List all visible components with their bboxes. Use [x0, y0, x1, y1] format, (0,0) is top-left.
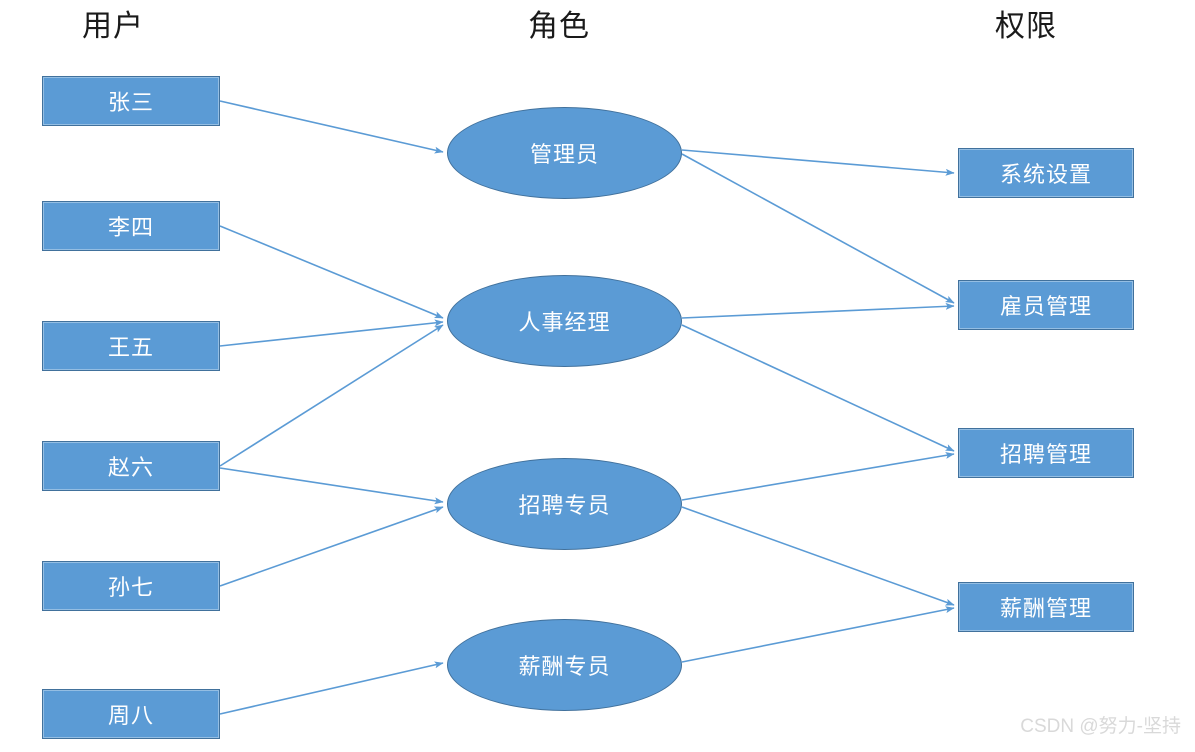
edge-人事经理-to-雇员管理	[681, 302, 955, 319]
edge-李四-to-人事经理	[219, 225, 444, 319]
column-heading-permissions: 权限	[995, 10, 1057, 43]
role-node-r1[interactable]: 管理员	[447, 107, 682, 199]
permission-node-p1[interactable]: 系统设置	[958, 148, 1134, 198]
user-node-u3[interactable]: 王五	[42, 321, 220, 371]
user-node-u6[interactable]: 周八	[42, 689, 220, 739]
edge-薪酬专员-to-薪酬管理	[681, 606, 955, 663]
edge-王五-to-人事经理	[219, 319, 444, 347]
user-node-u1[interactable]: 张三	[42, 76, 220, 126]
edge-管理员-to-系统设置	[681, 149, 955, 176]
role-node-r2[interactable]: 人事经理	[447, 275, 682, 367]
permission-node-p4[interactable]: 薪酬管理	[958, 582, 1134, 632]
edge-孙七-to-招聘专员	[219, 506, 444, 587]
permission-node-p2[interactable]: 雇员管理	[958, 280, 1134, 330]
edge-赵六-to-人事经理	[219, 324, 444, 467]
csdn-watermark: CSDN @努力-坚持	[1020, 716, 1181, 737]
edge-周八-to-薪酬专员	[219, 661, 444, 715]
permission-node-p3[interactable]: 招聘管理	[958, 428, 1134, 478]
role-node-r4[interactable]: 薪酬专员	[447, 619, 682, 711]
user-node-u5[interactable]: 孙七	[42, 561, 220, 611]
user-node-u4[interactable]: 赵六	[42, 441, 220, 491]
role-node-r3[interactable]: 招聘专员	[447, 458, 682, 550]
edge-招聘专员-to-招聘管理	[681, 451, 955, 501]
edge-张三-to-管理员	[219, 100, 444, 154]
column-heading-roles: 角色	[528, 10, 590, 43]
edge-赵六-to-招聘专员	[219, 467, 444, 505]
edge-管理员-to-雇员管理	[681, 153, 955, 304]
user-node-u2[interactable]: 李四	[42, 201, 220, 251]
column-heading-users: 用户	[82, 10, 144, 43]
edge-人事经理-to-招聘管理	[681, 324, 955, 452]
edge-招聘专员-to-薪酬管理	[681, 506, 955, 606]
